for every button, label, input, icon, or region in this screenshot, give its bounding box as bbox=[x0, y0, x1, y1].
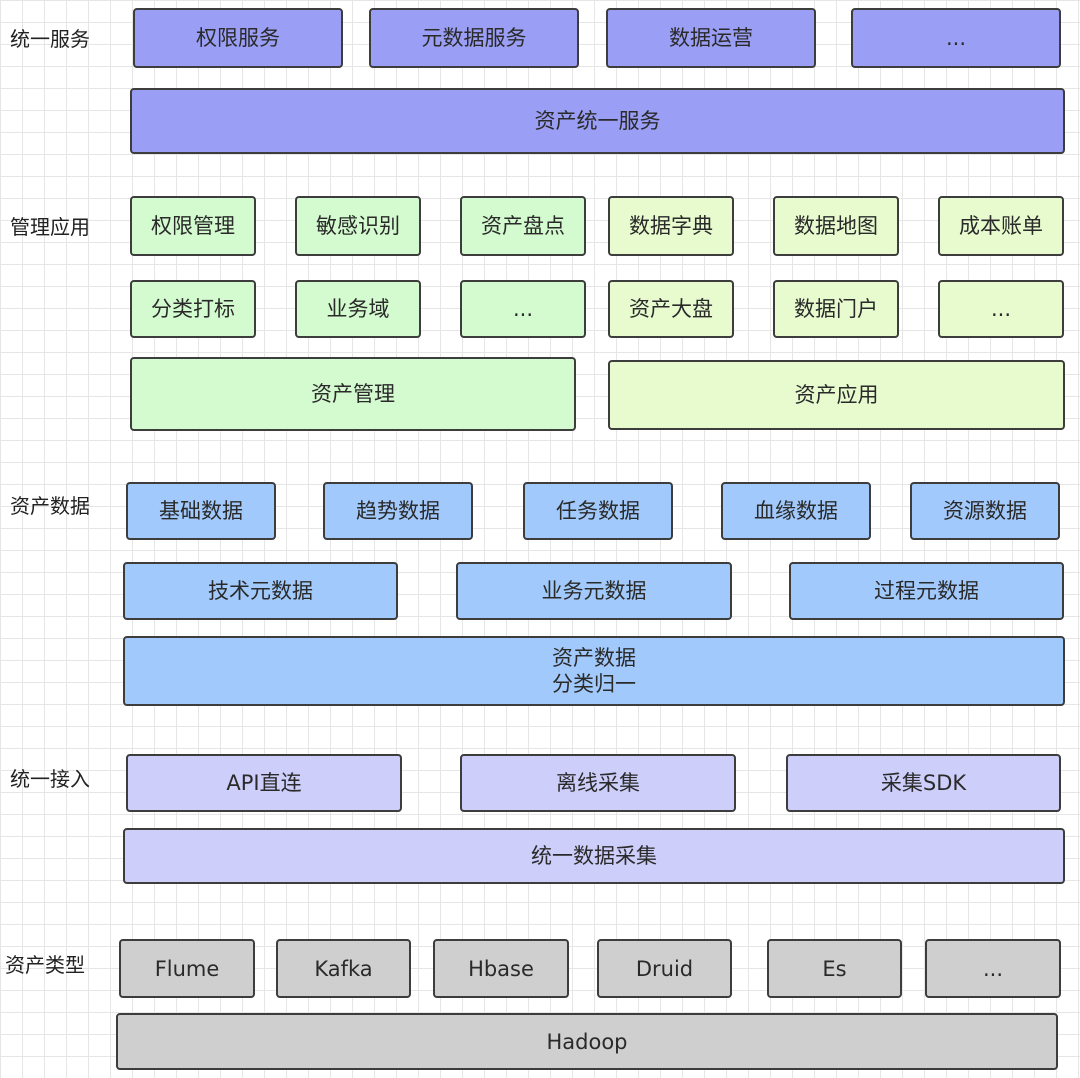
service-box-metadata: 元数据服务 bbox=[369, 8, 579, 68]
data-base-classify-unify: 资产数据 分类归一 bbox=[123, 636, 1065, 706]
type-box-druid: Druid bbox=[597, 939, 732, 998]
access-base-unified-collect: 统一数据采集 bbox=[123, 828, 1065, 884]
access-box-collect-sdk: 采集SDK bbox=[786, 754, 1061, 812]
app-box-data-portal: 数据门户 bbox=[773, 280, 899, 338]
mgmt-box-permission-mgmt: 权限管理 bbox=[130, 196, 256, 256]
app-box-data-map: 数据地图 bbox=[773, 196, 899, 256]
mgmt-box-more: ... bbox=[460, 280, 586, 338]
app-box-more: ... bbox=[938, 280, 1064, 338]
mgmt-box-classify-tag: 分类打标 bbox=[130, 280, 256, 338]
access-box-api-direct: API直连 bbox=[126, 754, 402, 812]
data-box-lineage: 血缘数据 bbox=[721, 482, 871, 540]
data-box-resource: 资源数据 bbox=[910, 482, 1060, 540]
service-box-more: ... bbox=[851, 8, 1061, 68]
data-box-technical-metadata: 技术元数据 bbox=[123, 562, 398, 620]
layer-label-asset-data: 资产数据 bbox=[10, 494, 90, 518]
service-box-permission: 权限服务 bbox=[133, 8, 343, 68]
type-box-kafka: Kafka bbox=[276, 939, 411, 998]
type-box-hbase: Hbase bbox=[433, 939, 569, 998]
layer-label-management-app: 管理应用 bbox=[10, 215, 90, 239]
data-box-basic: 基础数据 bbox=[126, 482, 276, 540]
service-box-data-ops: 数据运营 bbox=[606, 8, 816, 68]
type-box-more: ... bbox=[925, 939, 1061, 998]
type-box-flume: Flume bbox=[119, 939, 255, 998]
app-box-asset-dashboard: 资产大盘 bbox=[608, 280, 734, 338]
mgmt-box-business-domain: 业务域 bbox=[295, 280, 421, 338]
mgmt-box-asset-inventory: 资产盘点 bbox=[460, 196, 586, 256]
layer-label-unified-access: 统一接入 bbox=[10, 767, 90, 791]
data-box-task: 任务数据 bbox=[523, 482, 673, 540]
data-box-process-metadata: 过程元数据 bbox=[789, 562, 1064, 620]
app-base-asset-application: 资产应用 bbox=[608, 360, 1065, 430]
service-base-unified: 资产统一服务 bbox=[130, 88, 1065, 154]
layer-label-asset-type: 资产类型 bbox=[5, 953, 85, 977]
mgmt-box-sensitive-identify: 敏感识别 bbox=[295, 196, 421, 256]
mgmt-base-asset-management: 资产管理 bbox=[130, 357, 576, 431]
access-box-offline-collect: 离线采集 bbox=[460, 754, 736, 812]
layer-label-unified-service: 统一服务 bbox=[10, 27, 90, 51]
data-box-trend: 趋势数据 bbox=[323, 482, 473, 540]
type-box-es: Es bbox=[767, 939, 902, 998]
data-box-business-metadata: 业务元数据 bbox=[456, 562, 732, 620]
app-box-data-dictionary: 数据字典 bbox=[608, 196, 734, 256]
app-box-cost-bill: 成本账单 bbox=[938, 196, 1064, 256]
type-base-hadoop: Hadoop bbox=[116, 1013, 1058, 1070]
